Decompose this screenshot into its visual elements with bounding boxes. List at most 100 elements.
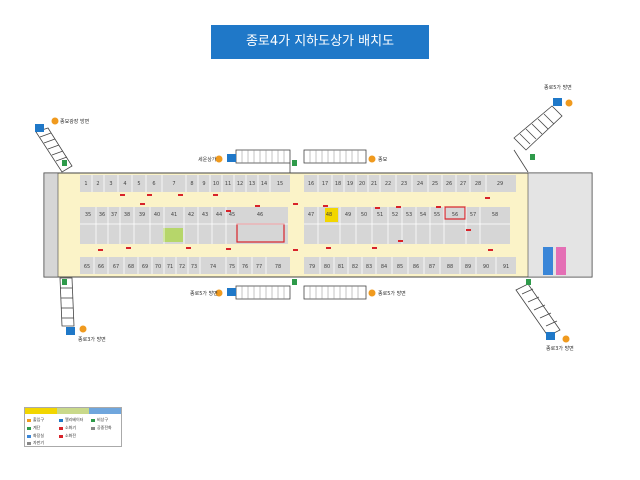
shop-bottom-72: 72: [179, 264, 185, 270]
shop-mid-43: 43: [202, 212, 208, 218]
shop-mid-52: 52: [392, 212, 398, 218]
shop-highlight-red-2: [444, 206, 466, 220]
shop-highlight-yellow: [325, 208, 338, 222]
exit-plates: [35, 98, 562, 340]
exit-label-4: 종로5가 방면: [544, 85, 572, 91]
shop-top-6: 6: [152, 181, 155, 187]
shop-bottom-84: 84: [381, 264, 387, 270]
exit-label-8: 종로3가 방면: [546, 346, 574, 352]
shop-bottom-69: 69: [142, 264, 148, 270]
legend-item-9: 자판기: [27, 440, 44, 446]
shop-top-29: 29: [497, 181, 503, 187]
shop-mid-54: 54: [420, 212, 426, 218]
red-markers: [98, 194, 493, 251]
shop-mid-38: 38: [124, 212, 130, 218]
shop-top-23: 23: [401, 181, 407, 187]
shop-mid-57: 57: [470, 212, 476, 218]
green-symbols: [62, 154, 535, 285]
stair-ne: [513, 105, 563, 173]
map-title: 종로4가 지하도상가 배치도: [211, 25, 429, 59]
stair-bottom-left: [235, 285, 291, 300]
shop-bottom-74: 74: [210, 264, 216, 270]
shop-mid-44: 44: [216, 212, 222, 218]
shop-bottom-73: 73: [191, 264, 197, 270]
shop-bottom-71: 71: [167, 264, 173, 270]
shop-bottom-75: 75: [229, 264, 235, 270]
shop-mid-53: 53: [406, 212, 412, 218]
legend-item-7: 비상구: [91, 417, 108, 423]
stair-top-right: [303, 149, 367, 164]
west-end: [43, 172, 59, 278]
shop-top-10: 10: [213, 181, 219, 187]
shop-top-7: 7: [172, 181, 175, 187]
shop-top-27: 27: [460, 181, 466, 187]
shop-mid-40: 40: [154, 212, 160, 218]
shop-bottom-83: 83: [366, 264, 372, 270]
shop-top-28: 28: [475, 181, 481, 187]
shop-mid-46: 46: [257, 212, 263, 218]
shop-bottom-77: 77: [256, 264, 262, 270]
shop-bottom-80: 80: [324, 264, 330, 270]
stair-bottom-right: [303, 285, 367, 300]
shop-top-3: 3: [109, 181, 112, 187]
shop-mid-47: 47: [308, 212, 314, 218]
map-legend: 출입구 계단 화장실 엘리베이터 소화기 소화전 비상구 공중전화 자판기: [24, 407, 122, 447]
shop-bottom-70: 70: [155, 264, 161, 270]
shop-bottom-81: 81: [338, 264, 344, 270]
shop-bottom-68: 68: [128, 264, 134, 270]
shop-mid-51: 51: [377, 212, 383, 218]
shop-bottom-78: 78: [275, 264, 281, 270]
exit-label-1: 종묘광장 방면: [60, 119, 90, 125]
exit-label-6: 종로5가 방면: [378, 291, 406, 297]
shop-top-25: 25: [432, 181, 438, 187]
shop-mid-56: 56: [452, 212, 458, 218]
shop-bottom-87: 87: [429, 264, 435, 270]
legend-item-3: 화장실: [27, 433, 44, 439]
stair-se: [515, 283, 561, 337]
shop-mid-41: 41: [171, 212, 177, 218]
shop-top-24: 24: [417, 181, 423, 187]
legend-item-1: 출입구: [27, 417, 44, 423]
shop-mid-55: 55: [434, 212, 440, 218]
shop-mid-48: 48: [326, 212, 332, 218]
shop-bottom-76: 76: [242, 264, 248, 270]
restroom-female: [556, 247, 566, 275]
shop-top-26: 26: [446, 181, 452, 187]
shop-top-15: 15: [277, 181, 283, 187]
shop-highlight-green: [163, 228, 183, 242]
legend-item-8: 공중전화: [91, 425, 112, 431]
shop-mid-39: 39: [139, 212, 145, 218]
shop-mid-37: 37: [111, 212, 117, 218]
stair-top-left: [235, 149, 291, 173]
shop-bottom-82: 82: [352, 264, 358, 270]
shop-mid-49: 49: [345, 212, 351, 218]
shop-bottom-85: 85: [397, 264, 403, 270]
shop-top-13: 13: [249, 181, 255, 187]
shop-top-18: 18: [335, 181, 341, 187]
shop-top-17: 17: [322, 181, 328, 187]
restroom-male: [543, 247, 553, 275]
shop-bottom-86: 86: [413, 264, 419, 270]
shop-bottom-90: 90: [483, 264, 489, 270]
shop-top-1: 1: [84, 181, 87, 187]
legend-item-6: 소화전: [59, 433, 76, 439]
legend-item-2: 계단: [27, 425, 40, 431]
shop-top-8: 8: [190, 181, 193, 187]
shop-bottom-79: 79: [309, 264, 315, 270]
exit-label-2: 세운상가: [198, 157, 217, 163]
stair-sw: [59, 277, 75, 327]
legend-item-4: 엘리베이터: [59, 417, 83, 423]
shop-mid-50: 50: [361, 212, 367, 218]
exit-label-5: 종로5가 방면: [190, 291, 218, 297]
shop-top-14: 14: [261, 181, 267, 187]
shop-top-12: 12: [237, 181, 243, 187]
shop-mid-42: 42: [188, 212, 194, 218]
shop-top-4: 4: [123, 181, 126, 187]
legend-item-5: 소화기: [59, 425, 76, 431]
shop-bottom-91: 91: [503, 264, 509, 270]
shop-mid-35: 35: [85, 212, 91, 218]
shop-top-22: 22: [385, 181, 391, 187]
shop-bottom-89: 89: [465, 264, 471, 270]
shop-top-20: 20: [359, 181, 365, 187]
exit-label-3: 종묘: [378, 157, 388, 163]
